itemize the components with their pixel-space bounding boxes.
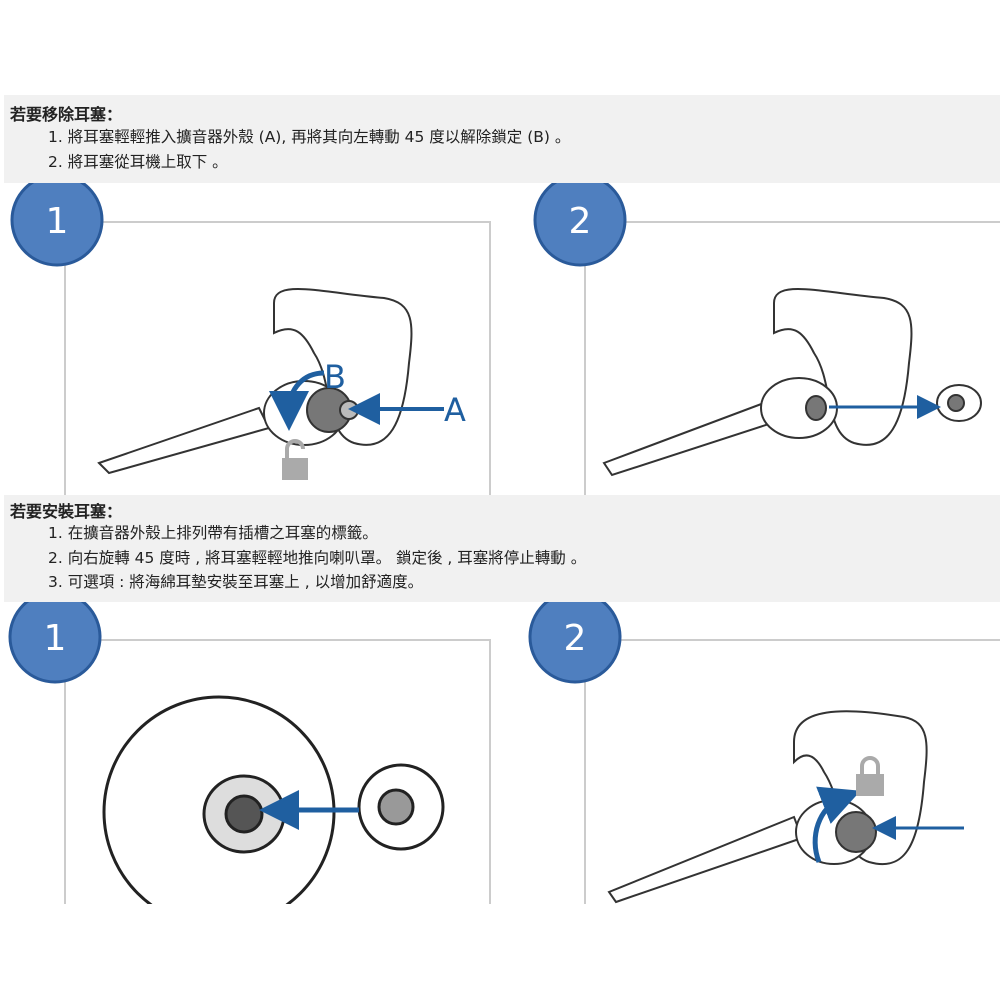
install-step-3: 3. 可選項 : 將海綿耳墊安裝至耳塞上 , 以增加舒適度。 bbox=[48, 573, 424, 591]
remove-illustrations: B A 1 2 bbox=[10, 183, 1000, 495]
rotate-arrow-icon-2 bbox=[812, 786, 861, 863]
install-figures: 1 2 bbox=[4, 602, 1000, 904]
install-step-2: 2. 向右旋轉 45 度時 , 將耳塞輕輕地推向喇叭罩。 鎖定後 , 耳塞將停止… bbox=[48, 549, 587, 567]
headset-illustration-2 bbox=[602, 287, 982, 477]
speaker-closeup-illustration bbox=[102, 695, 445, 904]
svg-text:1: 1 bbox=[46, 201, 69, 242]
callout-a: A bbox=[444, 391, 466, 429]
remove-step-2: 2. 將耳塞從耳機上取下 。 bbox=[48, 153, 228, 171]
unlock-icon bbox=[282, 439, 308, 480]
rotate-arrow-icon bbox=[269, 370, 325, 431]
svg-text:2: 2 bbox=[564, 618, 587, 659]
step-badge-2: 2 bbox=[533, 183, 627, 267]
headset-illustration-3 bbox=[607, 710, 928, 904]
svg-text:2: 2 bbox=[569, 201, 592, 242]
remove-instructions: 若要移除耳塞： 1. 將耳塞輕輕推入擴音器外殼 (A), 再將其向左轉動 45 … bbox=[4, 95, 1000, 183]
install-heading: 若要安裝耳塞： bbox=[10, 502, 123, 521]
install-step-1: 1. 在擴音器外殼上排列帶有插槽之耳塞的標籤。 bbox=[48, 524, 378, 542]
callout-b: B bbox=[324, 358, 346, 396]
svg-text:1: 1 bbox=[44, 618, 67, 659]
step-badge-1: 1 bbox=[10, 183, 104, 267]
step-badge-3: 1 bbox=[8, 602, 102, 684]
lock-icon bbox=[856, 756, 884, 796]
figure-frame-4 bbox=[584, 639, 1000, 904]
figure-frame-1 bbox=[64, 221, 491, 495]
install-illustrations: 1 2 bbox=[8, 602, 1000, 904]
remove-heading: 若要移除耳塞： bbox=[10, 105, 123, 124]
figure-frame-3 bbox=[64, 639, 491, 904]
remove-step-1: 1. 將耳塞輕輕推入擴音器外殼 (A), 再將其向左轉動 45 度以解除鎖定 (… bbox=[48, 128, 571, 146]
step-badge-4: 2 bbox=[528, 602, 622, 684]
headset-illustration-1 bbox=[97, 287, 413, 475]
install-instructions: 若要安裝耳塞： 1. 在擴音器外殼上排列帶有插槽之耳塞的標籤。 2. 向右旋轉 … bbox=[4, 495, 1000, 602]
remove-figures: B A 1 2 bbox=[4, 183, 1000, 495]
